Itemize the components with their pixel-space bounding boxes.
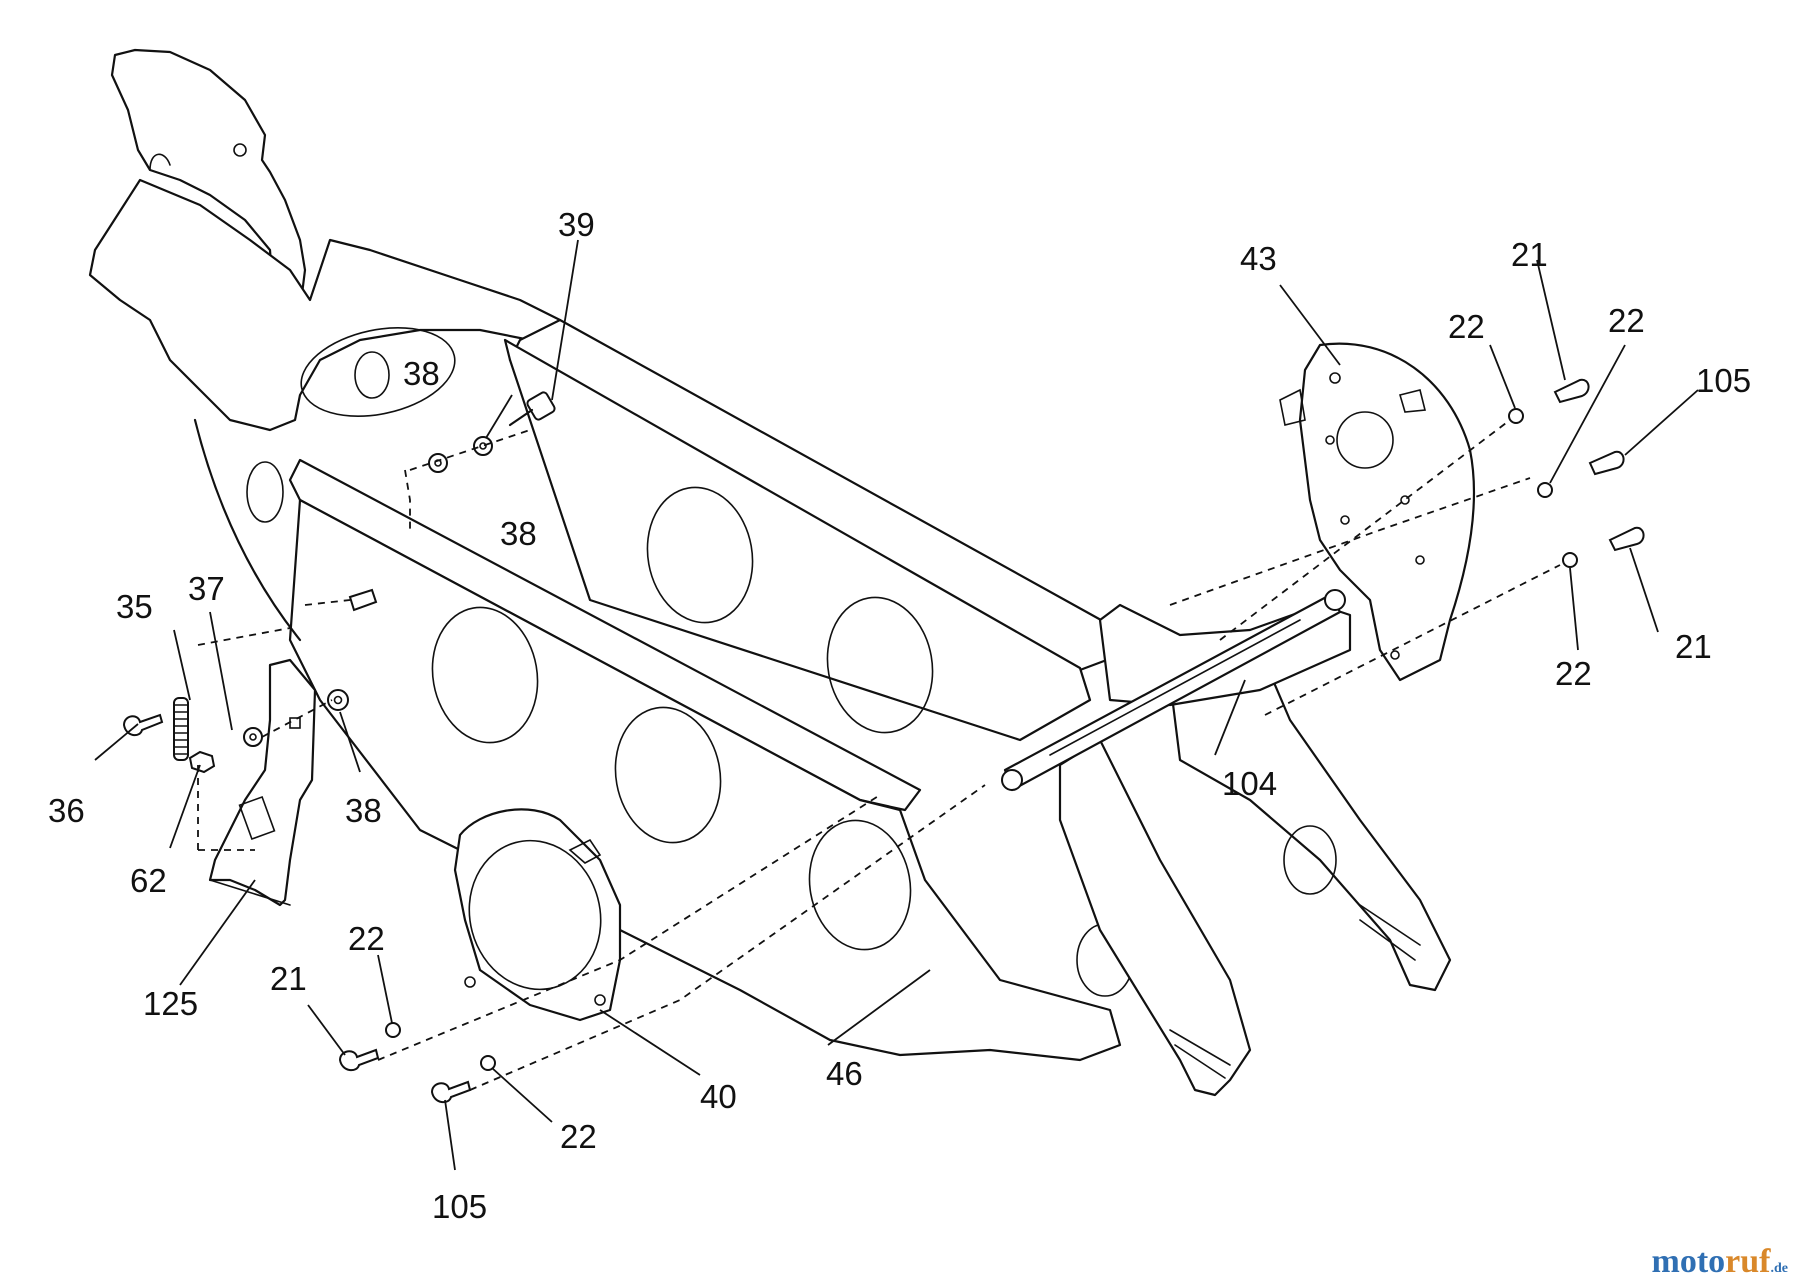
callout-22-top-right: 22: [1608, 302, 1645, 339]
callout-38-upper-left: 38: [403, 355, 440, 392]
nut-62: [188, 750, 216, 774]
washer-22-c: [1562, 552, 1578, 568]
hardware: [122, 378, 1645, 1104]
callout-labels: 39 43 21 22 22 105 38 38 21 22 35 37 36 …: [48, 206, 1751, 1225]
right-rear-leg: [1168, 648, 1452, 992]
screw-21-b: [1608, 526, 1645, 552]
callout-105-top: 105: [1696, 362, 1751, 399]
callout-21-right: 21: [1675, 628, 1712, 665]
watermark-part2: ruf: [1725, 1243, 1771, 1280]
watermark-part1: moto: [1651, 1243, 1726, 1280]
callout-35: 35: [116, 588, 153, 625]
stud-39: [508, 391, 556, 427]
callout-125: 125: [143, 985, 198, 1022]
washer-22-e: [480, 1055, 496, 1071]
washer-22-b: [1537, 482, 1553, 498]
leader-lines: [94, 239, 1699, 1171]
callout-104: 104: [1222, 765, 1277, 802]
washer-37: [243, 727, 263, 747]
washer-38-b: [473, 436, 493, 456]
shaft-104: [1001, 589, 1346, 792]
screw-21-a: [1553, 378, 1590, 404]
callout-22-right: 22: [1555, 655, 1592, 692]
watermark-suffix: .de: [1770, 1261, 1789, 1276]
spring-35: [173, 697, 189, 761]
callout-46: 46: [826, 1055, 863, 1092]
callout-37: 37: [188, 570, 225, 607]
screw-105-a: [1588, 450, 1625, 476]
callout-22-lower: 22: [560, 1118, 597, 1155]
callout-62: 62: [130, 862, 167, 899]
callout-38-lower: 38: [345, 792, 382, 829]
screw-21-c: [338, 1048, 380, 1072]
screw-105-b: [430, 1080, 472, 1104]
washer-22-a: [1508, 408, 1524, 424]
callout-22-top-left: 22: [1448, 308, 1485, 345]
callout-38-upper-right: 38: [500, 515, 537, 552]
callout-43: 43: [1240, 240, 1277, 277]
right-front-leg: [1058, 738, 1252, 1097]
bearing-flange-40: [453, 808, 622, 1022]
frame-assembly: [88, 48, 1452, 1097]
site-watermark: motoruf.de: [1652, 1243, 1788, 1281]
outer-side-panel: [288, 498, 1122, 1062]
assembly-lines: [197, 419, 1561, 1091]
screw-36: [122, 713, 164, 737]
callout-21-lower-left: 21: [270, 960, 307, 997]
inner-side-panel: [503, 338, 1092, 742]
callout-39: 39: [558, 206, 595, 243]
washer-38-c: [327, 689, 349, 711]
left-top-flange: [88, 178, 562, 432]
callout-36: 36: [48, 792, 85, 829]
washer-22-d: [385, 1022, 401, 1038]
bracket-125: [208, 658, 317, 907]
callout-105-bottom: 105: [432, 1188, 487, 1225]
frame-screw: [348, 588, 378, 612]
callout-21-top: 21: [1511, 236, 1548, 273]
callout-22-lower-left: 22: [348, 920, 385, 957]
washer-38-a: [428, 453, 448, 473]
callout-40: 40: [700, 1078, 737, 1115]
